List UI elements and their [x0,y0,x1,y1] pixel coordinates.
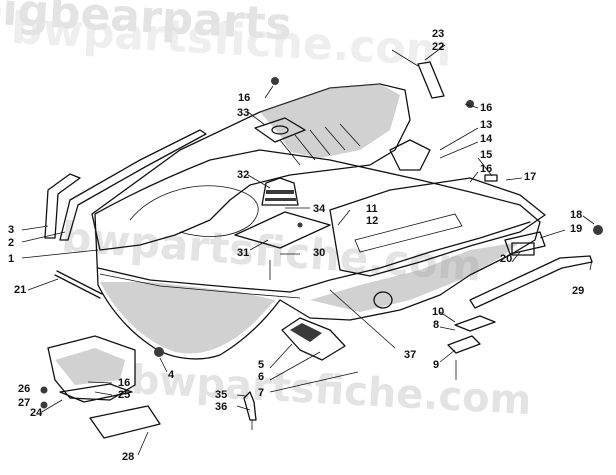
callout-28: 28 [122,451,134,463]
nut-16-top [271,77,279,85]
callout-29: 29 [572,285,584,297]
screw-26 [40,386,48,394]
callout-16: 16 [480,163,492,175]
callout-30: 30 [313,247,325,259]
bumper-15 [484,174,498,182]
callout-27: 27 [18,397,30,409]
boot-32-folds [265,190,296,201]
rod-21-edge [56,270,103,295]
callout-4: 4 [168,369,175,381]
rod-21 [54,274,101,299]
callout-10: 10 [432,306,444,318]
callout-21: 21 [14,284,26,296]
washer-27 [40,401,48,409]
callout-37: 37 [404,349,416,361]
pin-35 [243,391,257,421]
leader-lines [21,44,595,456]
bolt-23 [391,49,419,67]
callout-17: 17 [524,171,536,183]
side-panel-right [329,177,546,277]
callout-18: 18 [570,209,582,221]
handle-3 [44,173,81,239]
nose-cone-shading [260,84,400,158]
watermark-bottom: bwpartsfiche.com [130,357,533,424]
nose-cone-louvers [279,123,361,166]
callout-35: 35 [215,389,227,401]
callout-2: 2 [8,237,14,249]
callout-9: 9 [433,359,439,371]
belly-pan-shading [100,282,275,354]
belly-pan-rim [97,221,531,293]
callout-20: 20 [500,253,512,265]
grommet-4 [154,347,164,357]
reflector-20 [511,242,535,256]
callout-16: 16 [238,92,250,104]
belly-pan-side-shading [310,242,520,312]
callout-25: 25 [118,389,130,401]
bracket-8 [454,315,496,332]
bracket-25 [59,383,133,403]
bolt-34 [297,222,303,228]
front-bumper-plate [504,231,546,255]
belly-pan-rim-inner [99,273,301,299]
nose-cone-inner-curve [129,185,259,237]
callout-14: 14 [480,133,493,145]
part-9 [447,335,481,354]
bracket-28 [89,405,161,439]
trim-strip-2 [59,129,207,241]
callout-16: 16 [480,102,492,114]
callout-16: 16 [118,377,130,389]
callout-15: 15 [480,149,492,161]
callout-36: 36 [215,401,227,413]
callout-13: 13 [480,119,492,131]
watermark-top-overlay: bwpartsfiche.com [10,3,453,77]
belly-pan-outline [94,149,541,360]
callout-31: 31 [237,247,249,259]
bracket-13 [389,139,431,171]
latch-22 [417,61,445,99]
callout-8: 8 [433,319,439,331]
belly-pan-assembly [40,49,603,439]
headlight-bezel-5 [281,317,346,361]
callout-33: 33 [237,107,249,119]
callout-5: 5 [258,359,264,371]
cap-18 [593,225,603,235]
callout-3: 3 [8,224,14,236]
callout-24: 24 [30,407,43,419]
mount-plate [234,211,331,249]
nose-cone-outline [91,83,411,251]
callout-22: 22 [432,41,444,53]
callout-7: 7 [258,387,264,399]
headlight-lens-6 [290,323,322,342]
callout-34: 34 [313,203,326,215]
callout-19: 19 [570,223,582,235]
boot-32 [261,177,299,206]
callout-23: 23 [432,28,444,40]
callout-12: 12 [366,215,378,227]
callout-26: 26 [18,383,30,395]
callout-32: 32 [237,169,249,181]
callout-1: 1 [8,253,14,265]
plate-33-hole [271,125,289,135]
side-panel-vent [354,213,463,253]
callout-6: 6 [258,371,264,383]
callout-11: 11 [366,203,378,215]
callout-labels: 1234567891011121314151616161617181920212… [8,28,584,463]
plate-33 [254,117,306,143]
lower-cover-shade [55,348,125,385]
grommet-hole [373,291,393,309]
lower-cover-assy [47,335,136,401]
